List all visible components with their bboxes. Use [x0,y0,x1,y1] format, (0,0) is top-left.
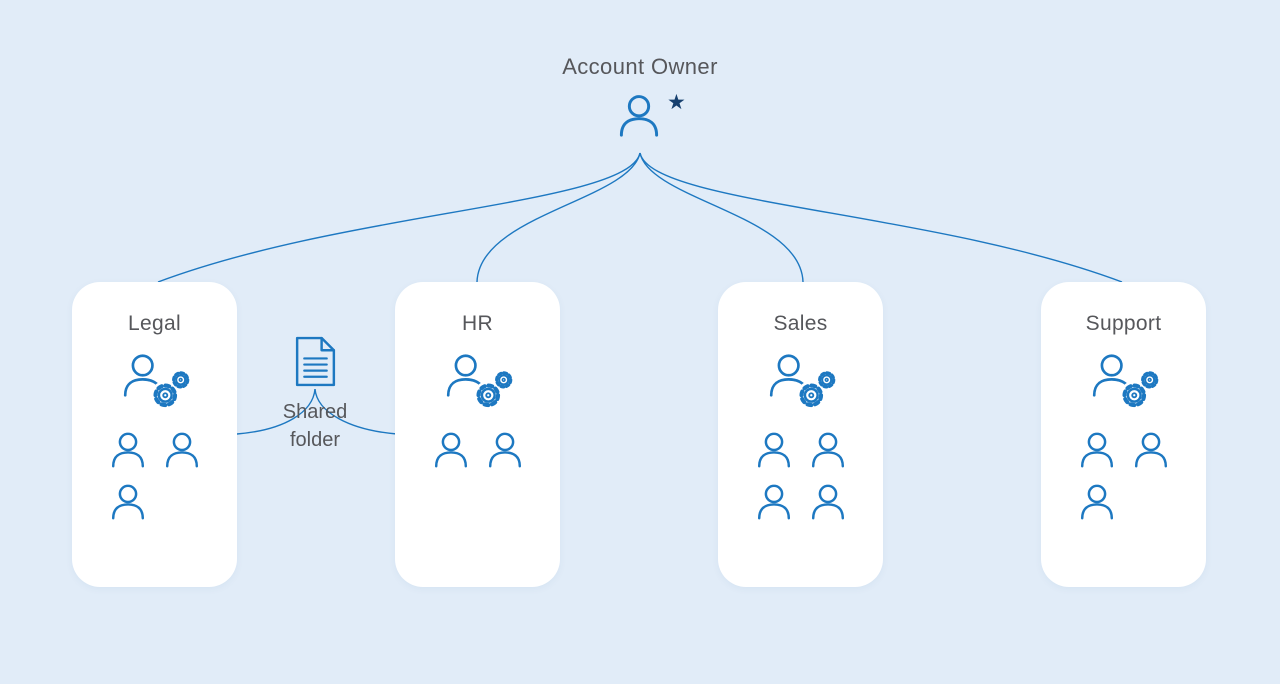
admin-gears-icon [1086,352,1162,416]
person-icon [753,430,795,472]
shared-folder-document-icon [293,336,338,387]
department-card-sales: Sales [718,282,883,587]
account-owner-label: Account Owner [562,54,718,79]
owner-star-icon: ★ [667,91,686,114]
admin-gears-icon [117,352,193,416]
connector-owner-support [639,152,1123,283]
connector-owner-legal [157,152,641,283]
admin-gears-icon [763,352,839,416]
department-title: Sales [773,312,828,335]
department-card-legal: Legal [72,282,237,587]
person-icon [753,482,795,524]
person-icon [484,430,526,472]
person-icon [1076,430,1118,472]
member-icons [1076,430,1172,524]
department-card-support: Support [1041,282,1206,587]
person-icon [430,430,472,472]
person-icon [161,430,203,472]
member-icons [430,430,526,472]
account-owner-person-icon [614,92,664,142]
connector-owner-hr [476,152,641,283]
person-icon [807,482,849,524]
department-title: HR [462,312,493,335]
person-icon [107,430,149,472]
department-title: Legal [128,312,181,335]
shared-folder: Shared folder [253,336,377,455]
admin-gears-icon [440,352,516,416]
member-icons [753,430,849,524]
person-icon [1076,482,1118,524]
person-icon [807,430,849,472]
connector-owner-sales [639,152,804,283]
person-icon [1130,430,1172,472]
member-icons [107,430,203,524]
shared-folder-label: Shared folder [282,401,348,452]
department-title: Support [1085,312,1162,335]
person-icon [107,482,149,524]
department-card-hr: HR [395,282,560,587]
